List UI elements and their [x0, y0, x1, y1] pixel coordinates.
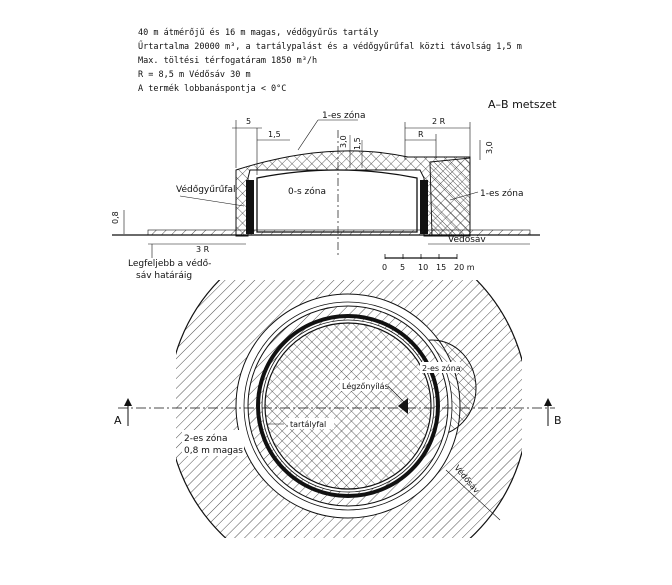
spec-line-2: Űrtartalma 20000 m³, a tartálypalást és … [138, 42, 522, 52]
dim-2r: 2 R [432, 117, 446, 126]
protective-wall-right [420, 180, 428, 234]
tank-body [256, 169, 418, 233]
scale-tick-label: 20 m [454, 263, 475, 272]
label-zone2-small: 2-es zóna [422, 363, 461, 373]
scale-tick-label: 10 [418, 263, 428, 272]
dim-0-8: 0,8 [111, 211, 120, 224]
dim-1-5-left: 1,5 [268, 130, 281, 139]
dim-r: R [418, 130, 424, 139]
spec-line-5: A termék lobbanáspontja < 0°C [138, 84, 287, 94]
marker-a-arrow [124, 398, 132, 406]
leader-vent [387, 385, 405, 403]
zone1-right-hatch [429, 157, 471, 237]
protective-wall-left [246, 180, 254, 234]
plan-tank-roof [264, 322, 432, 490]
marker-b: B [554, 414, 562, 427]
leader-band-plan [445, 469, 501, 521]
spec-line-3: Max. töltési térfogatáram 1850 m³/h [138, 56, 318, 66]
label-wall: Védőgyűrűfal [176, 184, 236, 195]
leader-wall [179, 195, 245, 207]
marker-a: A [114, 414, 122, 427]
dim-5: 5 [246, 117, 251, 126]
label-zone2-big-bg [182, 430, 244, 456]
label-vent: Légzőnyílás [342, 381, 389, 391]
label-tank-wall: tartályfal [290, 420, 326, 429]
label-band-section: Védősáv [448, 234, 486, 245]
label-zone2-height: 0,8 m magas [184, 446, 243, 456]
scale-bar: 0 5 10 15 20 m [382, 254, 475, 272]
spec-line-1: 40 m átmérőjű és 16 m magas, védőgyűrűs … [138, 28, 379, 38]
dim-3-0-right: 3,0 [485, 141, 494, 154]
plan-protective-wall [256, 314, 440, 498]
section-view: A–B metszet 5 1,5 1-es zóna 3,0 1,5 [111, 98, 557, 281]
label-tank-wall-bg [288, 418, 334, 429]
label-boundary-1: Legfeljebb a védő- [128, 258, 211, 269]
label-zone0: 0-s zóna [288, 186, 326, 197]
section-title: A–B metszet [488, 98, 557, 111]
spec-line-4: R = 8,5 m Védősáv 30 m [138, 70, 251, 80]
scale-tick-label: 0 [382, 263, 387, 272]
plan-view: A B Légzőnyílás tartályfal 2-es zóna 2-e… [114, 280, 562, 538]
plan-vent-marker [398, 398, 408, 414]
scale-tick-label: 15 [436, 263, 446, 272]
marker-b-arrow [544, 398, 552, 406]
label-zone2-big: 2-es zóna [184, 433, 228, 444]
label-zone1-right: 1-es zóna [480, 188, 524, 199]
ground-strip [147, 229, 531, 236]
label-zone1-top: 1-es zóna [322, 110, 366, 121]
scale-tick-label: 5 [400, 263, 405, 272]
dim-1-5-top: 1,5 [353, 137, 362, 150]
dim-3r: 3 R [196, 245, 210, 254]
leader-zone1-top [297, 119, 319, 151]
label-boundary-2: sáv határáig [136, 271, 192, 281]
leader-zone1-right [449, 191, 479, 201]
dim-3-0-top: 3,0 [339, 135, 348, 148]
label-vent-bg [340, 380, 388, 391]
label-zone2-small-bg [420, 362, 460, 373]
